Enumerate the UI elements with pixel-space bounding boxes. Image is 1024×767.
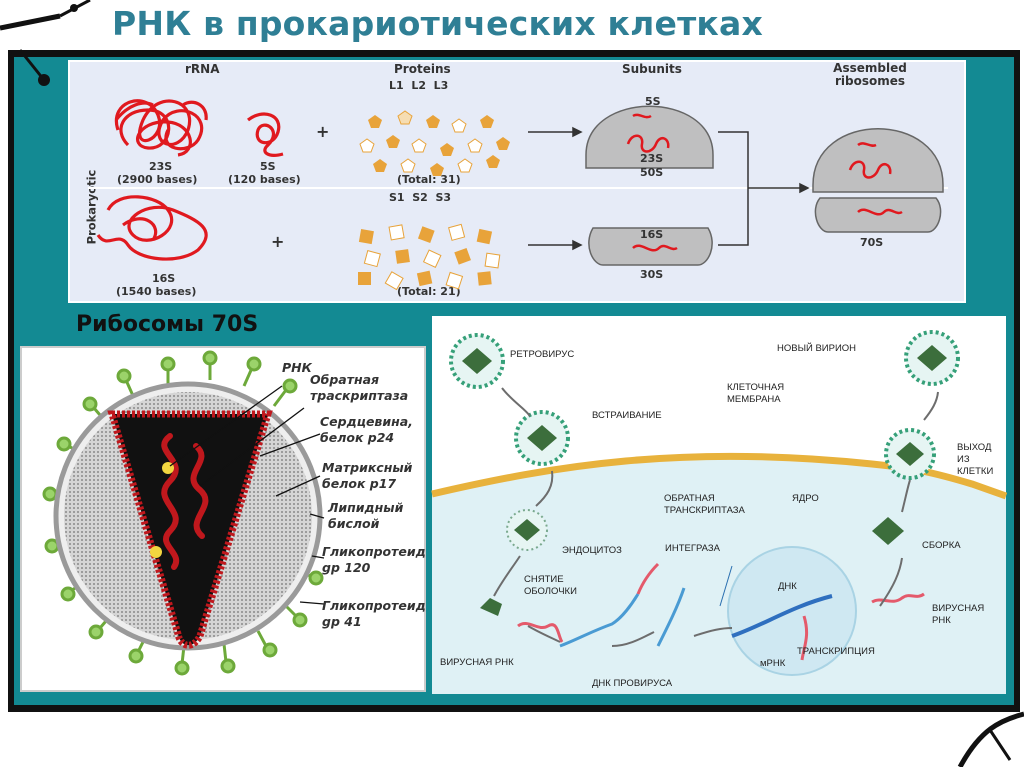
- label-insertion: ВСТРАИВАНИЕ: [592, 410, 662, 421]
- total-21: (Total: 21): [397, 285, 461, 298]
- protein-pentagons: [359, 110, 510, 176]
- label-gp120-1: Гликопротеид: [322, 544, 426, 559]
- label-provirus: ДНК ПРОВИРУСА: [592, 678, 673, 689]
- label-exit-1: ВЫХОД: [957, 442, 992, 453]
- subunit-30s-label: 30S: [640, 268, 664, 281]
- label-membrane-2: МЕМБРАНА: [727, 394, 781, 405]
- subunit-30s: [588, 227, 713, 266]
- molecule-decor-bottom-icon: [957, 711, 1024, 767]
- label-viral-rna-1: ВИРУСНАЯ: [932, 603, 985, 614]
- label-nucleus: ЯДРО: [792, 493, 819, 504]
- label-retrovirus: РЕТРОВИРУС: [510, 349, 575, 360]
- rna-23s-label: 23S: [149, 160, 173, 173]
- label-gp120-2: gp 120: [322, 560, 371, 575]
- label-rt-2: ТРАНСКРИПТАЗА: [664, 505, 745, 516]
- rna-16s-bases: (1540 bases): [116, 285, 197, 298]
- hiv-virion-diagram: [42, 350, 325, 676]
- label-rna: РНК: [282, 360, 312, 375]
- label-assembly: СБОРКА: [922, 540, 961, 551]
- capsid-core: [107, 410, 273, 649]
- slide-title: РНК в прокариотических клетках: [112, 4, 763, 43]
- proteins-l-label: L1 L2 L3: [389, 79, 449, 92]
- virion-icons: [449, 330, 960, 616]
- rna-5s-bases: (120 bases): [228, 173, 301, 186]
- rna-23s-tangle: [114, 99, 208, 157]
- molecule-decor-icon: [0, 0, 91, 86]
- rna-16s-tangle: [96, 195, 208, 261]
- label-membrane-1: КЛЕТОЧНАЯ: [727, 382, 785, 393]
- label-viral-rna-left: ВИРУСНАЯ РНК: [440, 657, 514, 668]
- rna-5s-strand: [247, 112, 284, 157]
- header-subunits: Subunits: [622, 62, 682, 76]
- label-dna: ДНК: [778, 581, 797, 592]
- proteins-s-label: S1 S2 S3: [389, 191, 452, 204]
- label-rt-2: траскриптаза: [310, 388, 409, 403]
- header-assembled: Assembled ribosomes: [833, 61, 907, 88]
- label-mrna: мРНК: [760, 658, 786, 669]
- header-proteins: Proteins: [394, 62, 451, 76]
- label-lipid-2: бислой: [328, 516, 380, 531]
- label-viral-rna-2: РНК: [932, 615, 951, 626]
- total-31: (Total: 31): [397, 173, 461, 186]
- label-matrix-2: белок р17: [322, 476, 397, 491]
- inner-frame: [12, 55, 1017, 707]
- label-exit-3: КЛЕТКИ: [957, 466, 994, 477]
- label-rt-1: ОБРАТНАЯ: [664, 493, 715, 504]
- label-uncoat-1: СНЯТИЕ: [524, 574, 564, 585]
- ribosomes-70s-caption: Рибосомы 70S: [76, 312, 259, 337]
- label-exit-2: ИЗ: [957, 454, 970, 465]
- plus-bottom: +: [271, 232, 285, 251]
- retrovirus-cycle-diagram: [431, 330, 1008, 694]
- rna-5s-label: 5S: [260, 160, 276, 173]
- subunit-16s-label: 16S: [640, 228, 664, 241]
- label-lipid-1: Липидный: [328, 500, 404, 515]
- label-integrase: ИНТЕГРАЗА: [665, 543, 720, 554]
- label-uncoat-2: ОБОЛОЧКИ: [524, 586, 577, 597]
- label-new-virion: НОВЫЙ ВИРИОН: [777, 343, 857, 354]
- caption-tab: [16, 303, 434, 349]
- header-rrna: rRNA: [185, 62, 220, 76]
- rna-16s-label: 16S: [152, 272, 176, 285]
- rna-23s-bases: (2900 bases): [117, 173, 198, 186]
- label-gp41-2: gp 41: [322, 614, 362, 629]
- ribosome-70s-label: 70S: [860, 236, 884, 249]
- label-rt-1: Обратная: [310, 372, 380, 387]
- label-gp41-1: Гликопротеид: [322, 598, 426, 613]
- label-transcription: ТРАНСКРИПЦИЯ: [797, 646, 875, 657]
- protein-squares: [358, 223, 501, 291]
- label-core-1: Сердцевина,: [320, 414, 413, 429]
- subunit-23s-label: 23S: [640, 152, 664, 165]
- subunit-5s-label: 5S: [645, 95, 661, 108]
- cell-membrane: [431, 452, 1008, 500]
- ribosome-70s: [812, 128, 944, 233]
- label-core-2: белок р24: [320, 430, 395, 445]
- plus-top: +: [316, 122, 330, 141]
- subunit-50s-label: 50S: [640, 166, 664, 179]
- subunit-50s: [585, 105, 714, 169]
- rrna-graphics: [88, 99, 948, 291]
- label-matrix-1: Матриксный: [322, 460, 413, 475]
- label-endocytosis: ЭНДОЦИТОЗ: [562, 545, 622, 556]
